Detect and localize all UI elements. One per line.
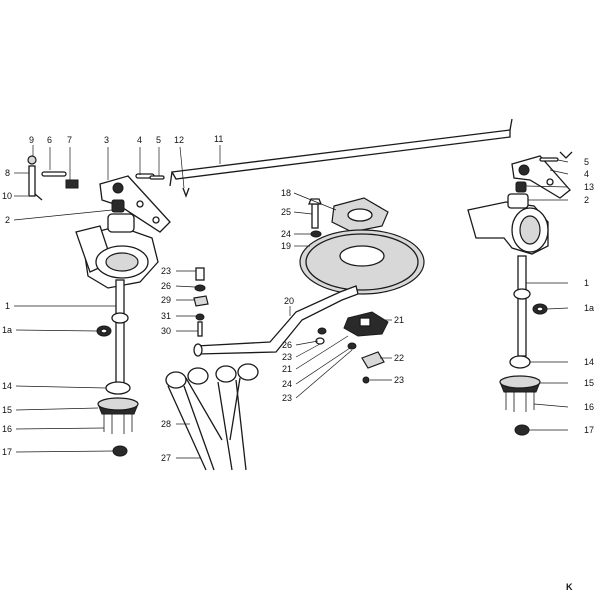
- center-small-parts: [193, 267, 385, 384]
- label-26-mid: 26: [282, 340, 292, 350]
- label-right-15: 15: [584, 378, 594, 388]
- label-28: 28: [161, 419, 171, 429]
- label-right-1a: 1a: [584, 303, 594, 313]
- label-8: 8: [5, 168, 10, 178]
- left-small-parts: [27, 155, 165, 201]
- label-15: 15: [2, 405, 12, 415]
- label-9: 9: [29, 135, 34, 145]
- right-gear-housing: [467, 193, 549, 255]
- label-right-16: 16: [584, 402, 594, 412]
- brand-logo: K: [566, 582, 573, 592]
- label-right-17: 17: [584, 425, 594, 435]
- center-disc-19: [299, 229, 425, 295]
- label-27: 27: [161, 453, 171, 463]
- label-25: 25: [281, 207, 291, 217]
- label-23-mid: 23: [282, 352, 292, 362]
- label-20: 20: [284, 296, 294, 306]
- label-21-right: 21: [394, 315, 404, 325]
- right-crank-arm: [511, 155, 571, 199]
- label-18: 18: [281, 188, 291, 198]
- label-21-mid: 21: [282, 364, 292, 374]
- right-vertical-shaft: [513, 255, 548, 357]
- tie-rod: [169, 118, 513, 187]
- label-23-low: 23: [282, 393, 292, 403]
- label-5: 5: [156, 135, 161, 145]
- label-31: 31: [161, 311, 171, 321]
- center-flange-plate-18: [331, 197, 389, 233]
- label-29: 29: [161, 295, 171, 305]
- label-24: 24: [281, 229, 291, 239]
- label-right-5: 5: [584, 157, 589, 167]
- label-7: 7: [67, 135, 72, 145]
- spring-tines: [165, 363, 259, 471]
- left-gear-housing: [75, 213, 159, 289]
- leaders-left: [13, 145, 221, 453]
- leaders-center: [175, 192, 392, 459]
- left-crank-arm: [99, 175, 171, 233]
- leaders-right: [525, 159, 569, 431]
- label-16: 16: [2, 424, 12, 434]
- right-bevel-gear: [499, 355, 541, 436]
- label-right-1: 1: [584, 278, 589, 288]
- label-23-top: 23: [161, 266, 171, 276]
- label-23-right: 23: [394, 375, 404, 385]
- part-labels: 9 6 7 3 4 5 12 11 8 10 2 1 1a 14 15 16 1…: [2, 134, 594, 463]
- label-2: 2: [5, 215, 10, 225]
- label-26-top: 26: [161, 281, 171, 291]
- label-17: 17: [2, 447, 12, 457]
- label-24-mid: 24: [282, 379, 292, 389]
- left-vertical-shaft: [96, 279, 129, 385]
- label-3: 3: [104, 135, 109, 145]
- label-right-2: 2: [584, 195, 589, 205]
- label-12: 12: [174, 135, 184, 145]
- center-hub-21: [343, 311, 389, 337]
- label-30: 30: [161, 326, 171, 336]
- center-arm-20: [193, 285, 359, 357]
- label-14: 14: [2, 381, 12, 391]
- label-22: 22: [394, 353, 404, 363]
- right-small-parts: [539, 151, 573, 162]
- label-right-13: 13: [584, 182, 594, 192]
- label-right-14: 14: [584, 357, 594, 367]
- pin-12: [182, 187, 190, 198]
- label-4: 4: [137, 135, 142, 145]
- label-11: 11: [214, 134, 223, 144]
- left-bevel-gear: [97, 381, 139, 457]
- label-6: 6: [47, 135, 52, 145]
- label-1: 1: [5, 301, 10, 311]
- label-right-4: 4: [584, 169, 589, 179]
- label-10: 10: [2, 191, 12, 201]
- center-bolt-25: [308, 198, 322, 238]
- label-19: 19: [281, 241, 291, 251]
- label-1a: 1a: [2, 325, 12, 335]
